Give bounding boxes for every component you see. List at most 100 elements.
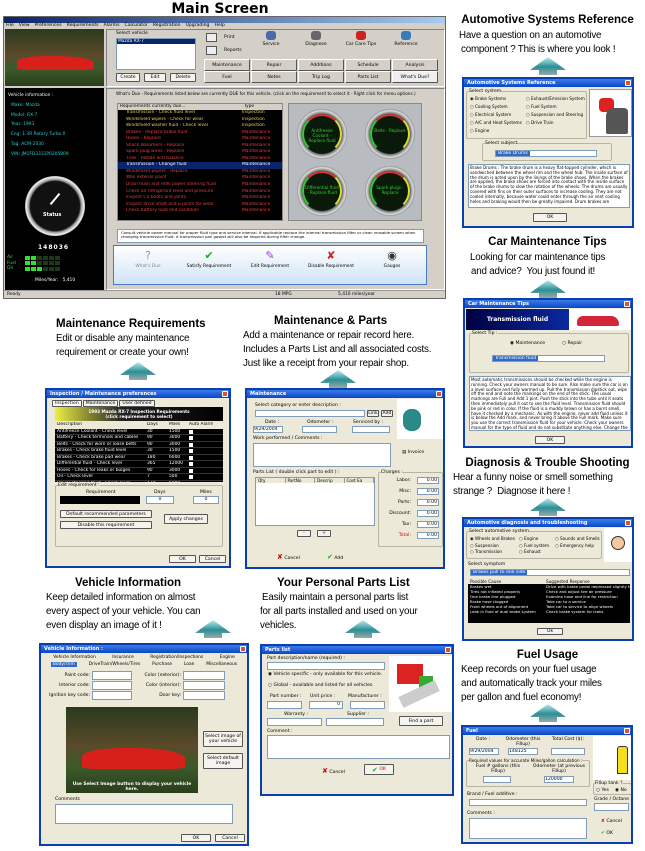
radio-system[interactable]: ◉ Brake Systems bbox=[470, 96, 507, 101]
ok-button[interactable]: OK bbox=[535, 436, 565, 444]
remove-part-button[interactable]: - bbox=[297, 530, 311, 537]
ok-button[interactable]: Ok bbox=[537, 628, 563, 635]
add-category-button[interactable]: Add bbox=[381, 410, 393, 417]
requirement-row[interactable]: Check air refrigerant level and pressure… bbox=[118, 189, 282, 196]
tool-print[interactable]: Print bbox=[204, 32, 248, 43]
find-part-button[interactable]: Find a part bbox=[399, 716, 443, 726]
radio-system[interactable]: ○ Cooling System bbox=[470, 104, 508, 109]
tab-loan[interactable]: Loan bbox=[183, 662, 195, 667]
menu-requirements[interactable]: Requirements bbox=[66, 23, 99, 28]
tool-car-care-tips[interactable]: Car Care Tips bbox=[339, 31, 383, 47]
tip-select[interactable]: Transmission fluid bbox=[492, 355, 605, 362]
gallons-field[interactable] bbox=[483, 776, 511, 783]
tab-schedule[interactable]: Schedule bbox=[345, 59, 391, 71]
menu-registration[interactable]: Registration bbox=[152, 23, 181, 28]
charge-field[interactable]: 0.00 bbox=[417, 488, 439, 495]
col-header-type[interactable]: Type bbox=[244, 104, 255, 109]
close-icon[interactable] bbox=[240, 646, 246, 652]
supplier-field[interactable] bbox=[326, 718, 384, 726]
menu-preferences[interactable]: Preferences bbox=[34, 23, 62, 28]
invoice-button[interactable]: ▤ Invoice bbox=[402, 450, 425, 455]
charge-field[interactable]: 0.00 bbox=[417, 510, 439, 517]
cancel-button[interactable]: ✘ Cancel bbox=[322, 767, 345, 775]
total-cost-field[interactable] bbox=[551, 748, 585, 755]
menu-calculator[interactable]: Calculator bbox=[124, 23, 148, 28]
requirement-row[interactable]: Drain flush and refill power steering fl… bbox=[118, 182, 282, 189]
tab-vehicle-information[interactable]: Vehicle Information bbox=[53, 655, 96, 660]
tab-body-trim[interactable]: Body/Trim bbox=[50, 662, 77, 667]
apply-changes-button[interactable]: Apply changes bbox=[164, 514, 208, 524]
col-header[interactable]: Description bbox=[57, 422, 83, 427]
vehicle-listbox[interactable]: Mazda RX-7 bbox=[116, 38, 196, 70]
tab-additions[interactable]: Additions bbox=[298, 59, 344, 71]
radio-system[interactable]: ○ Exhaust/Emission System bbox=[526, 96, 585, 101]
radio-system[interactable]: ○ Suspension bbox=[470, 542, 499, 548]
action-disable-requirement[interactable]: ✘Disable Requirement bbox=[305, 250, 357, 270]
date-field[interactable]: 9/29/2004 bbox=[253, 426, 283, 433]
radio-system[interactable]: ○ Electrical System bbox=[470, 112, 512, 117]
work-field[interactable] bbox=[253, 443, 391, 467]
auto-alarm-checkbox[interactable] bbox=[189, 481, 193, 482]
ok-button[interactable]: OK bbox=[169, 555, 196, 563]
action-gauges[interactable]: ◉Gauges bbox=[366, 250, 418, 270]
close-icon[interactable] bbox=[624, 728, 630, 734]
tab-insurance[interactable]: Insurance bbox=[112, 655, 134, 660]
gauge-1[interactable]: Antifreeze Coolant - Replace fluid bbox=[297, 109, 347, 159]
table-row[interactable]: Power steering fluid - Check level120500… bbox=[55, 481, 223, 482]
previous-odometer-field[interactable]: 120000 bbox=[544, 776, 574, 783]
category-combobox[interactable] bbox=[255, 410, 365, 417]
requirement-row[interactable]: Inspect drive shaft and u-joints for wea… bbox=[118, 202, 282, 209]
cancel-button[interactable]: Cancel bbox=[199, 555, 226, 563]
menu-view[interactable]: View bbox=[18, 23, 30, 28]
tab-drivetrain-wheels-tires[interactable]: DriveTrain/Wheels/Tires bbox=[88, 662, 141, 667]
odometer-field[interactable] bbox=[302, 426, 337, 433]
cancel-button[interactable]: Cancel bbox=[215, 834, 245, 842]
tab-purchase[interactable]: Purchase bbox=[152, 662, 173, 667]
gauge-3[interactable]: Differential fluid - Replace fluid bbox=[297, 166, 347, 216]
radio-maintenance[interactable]: ◉ Maintenance bbox=[510, 341, 546, 346]
radio-system[interactable]: ○ Emergency help bbox=[555, 542, 595, 548]
col-header[interactable]: PartNo bbox=[286, 478, 315, 483]
auto-alarm-checkbox[interactable] bbox=[189, 429, 193, 434]
close-icon[interactable] bbox=[624, 301, 630, 307]
col-header[interactable]: Days bbox=[147, 422, 158, 427]
gauge-2[interactable]: Belts - Replace bbox=[365, 109, 415, 159]
create-vehicle-button[interactable]: Create bbox=[116, 73, 140, 82]
radio-system[interactable]: ◉ Wheels and Brakes bbox=[470, 536, 516, 541]
auto-alarm-checkbox[interactable] bbox=[189, 455, 193, 460]
tab-repair[interactable]: Repair bbox=[251, 59, 297, 71]
days-field[interactable]: 0 bbox=[146, 496, 174, 504]
tab-miscellaneous[interactable]: Miscellaneous bbox=[206, 662, 238, 667]
vehicle-list-item[interactable]: Mazda RX-7 bbox=[117, 39, 195, 44]
radio-system[interactable]: ○ Exhaust bbox=[519, 549, 541, 554]
text-field[interactable] bbox=[183, 681, 225, 690]
delete-vehicle-button[interactable]: Delete bbox=[170, 73, 196, 82]
radio-system[interactable]: ○ A/C and Heat Systems bbox=[470, 120, 522, 125]
close-icon[interactable] bbox=[436, 391, 442, 397]
menu-alarms[interactable]: Alarms bbox=[103, 23, 120, 28]
tab-parts-list[interactable]: Parts List bbox=[345, 71, 391, 83]
col-header-requirement[interactable]: Requirements currently due... bbox=[120, 104, 186, 109]
text-field[interactable] bbox=[92, 691, 132, 700]
radio-system[interactable]: ○ Drive Train bbox=[526, 120, 554, 125]
add-part-button[interactable]: + bbox=[317, 530, 331, 537]
tab-registration-inspections[interactable]: Registration/Inspections bbox=[150, 655, 204, 660]
select-image-button[interactable]: Select image of your vehicle bbox=[203, 731, 243, 747]
close-icon[interactable] bbox=[625, 520, 631, 526]
text-field[interactable] bbox=[92, 671, 132, 680]
grade-field[interactable] bbox=[594, 803, 629, 811]
